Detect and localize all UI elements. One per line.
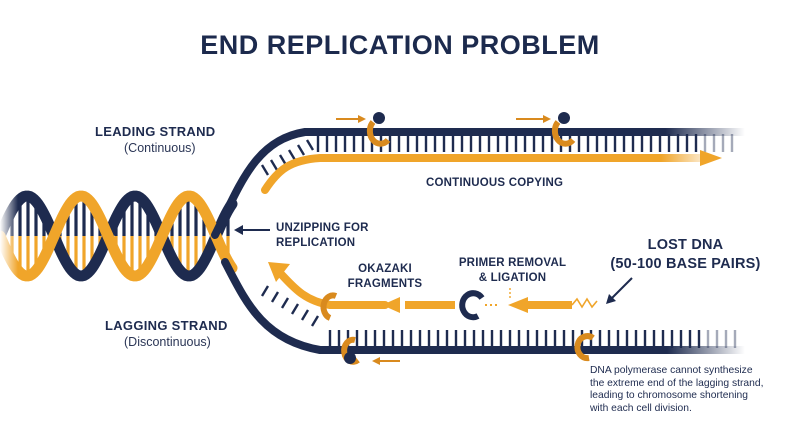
lost-dna-label: LOST DNA (50-100 BASE PAIRS) xyxy=(610,237,761,272)
page-title: END REPLICATION PROBLEM xyxy=(200,30,600,60)
lagging-template-strand xyxy=(221,258,749,354)
explanation-note: DNA polymerase cannot synthesize the ext… xyxy=(590,365,795,415)
leading-template-strand xyxy=(211,128,749,239)
lagging-new-strand xyxy=(268,262,598,313)
unzipping-label: UNZIPPING FOR REPLICATION xyxy=(276,222,369,249)
arrow-icon xyxy=(372,357,400,365)
polymerase-icon xyxy=(574,333,595,362)
polymerase-icon xyxy=(366,112,391,147)
helix-strand-navy xyxy=(0,190,238,282)
primer-removal-label: PRIMER REMOVAL & LIGATION xyxy=(458,257,567,284)
arrow-icon xyxy=(234,225,270,235)
leading-strand-sub: (Continuous) xyxy=(124,141,196,155)
polymerase-icon xyxy=(320,292,338,321)
double-helix xyxy=(0,190,238,282)
note-line: leading to chromosome shortening xyxy=(590,390,748,402)
polymerase-icon xyxy=(459,290,485,321)
lagging-strand-heading: LAGGING STRAND xyxy=(105,318,228,333)
arrow-icon xyxy=(336,115,366,123)
arrow-icon xyxy=(516,115,551,123)
lagging-strand-sub: (Discontinuous) xyxy=(124,335,211,349)
okazaki-fragment xyxy=(508,297,572,313)
polymerase-icon xyxy=(551,112,576,147)
lost-dna-zigzag xyxy=(571,297,598,309)
note-line: the extreme end of the lagging strand, xyxy=(590,377,764,389)
leading-new-strand xyxy=(261,150,722,194)
okazaki-arrow-head xyxy=(268,262,290,282)
leading-strand-heading: LEADING STRAND xyxy=(95,124,216,139)
continuous-arrow-head xyxy=(700,150,722,166)
note-line: with each cell division. xyxy=(590,402,692,414)
polymerase-icon xyxy=(341,336,360,365)
okazaki-label: OKAZAKI FRAGMENTS xyxy=(347,263,423,290)
helix-strand-orange xyxy=(0,190,238,282)
arrow-icon xyxy=(606,277,633,304)
continuous-copying-label: CONTINUOUS COPYING xyxy=(426,177,564,189)
note-line: DNA polymerase cannot synthesize xyxy=(590,365,753,376)
okazaki-fragment xyxy=(382,297,455,313)
